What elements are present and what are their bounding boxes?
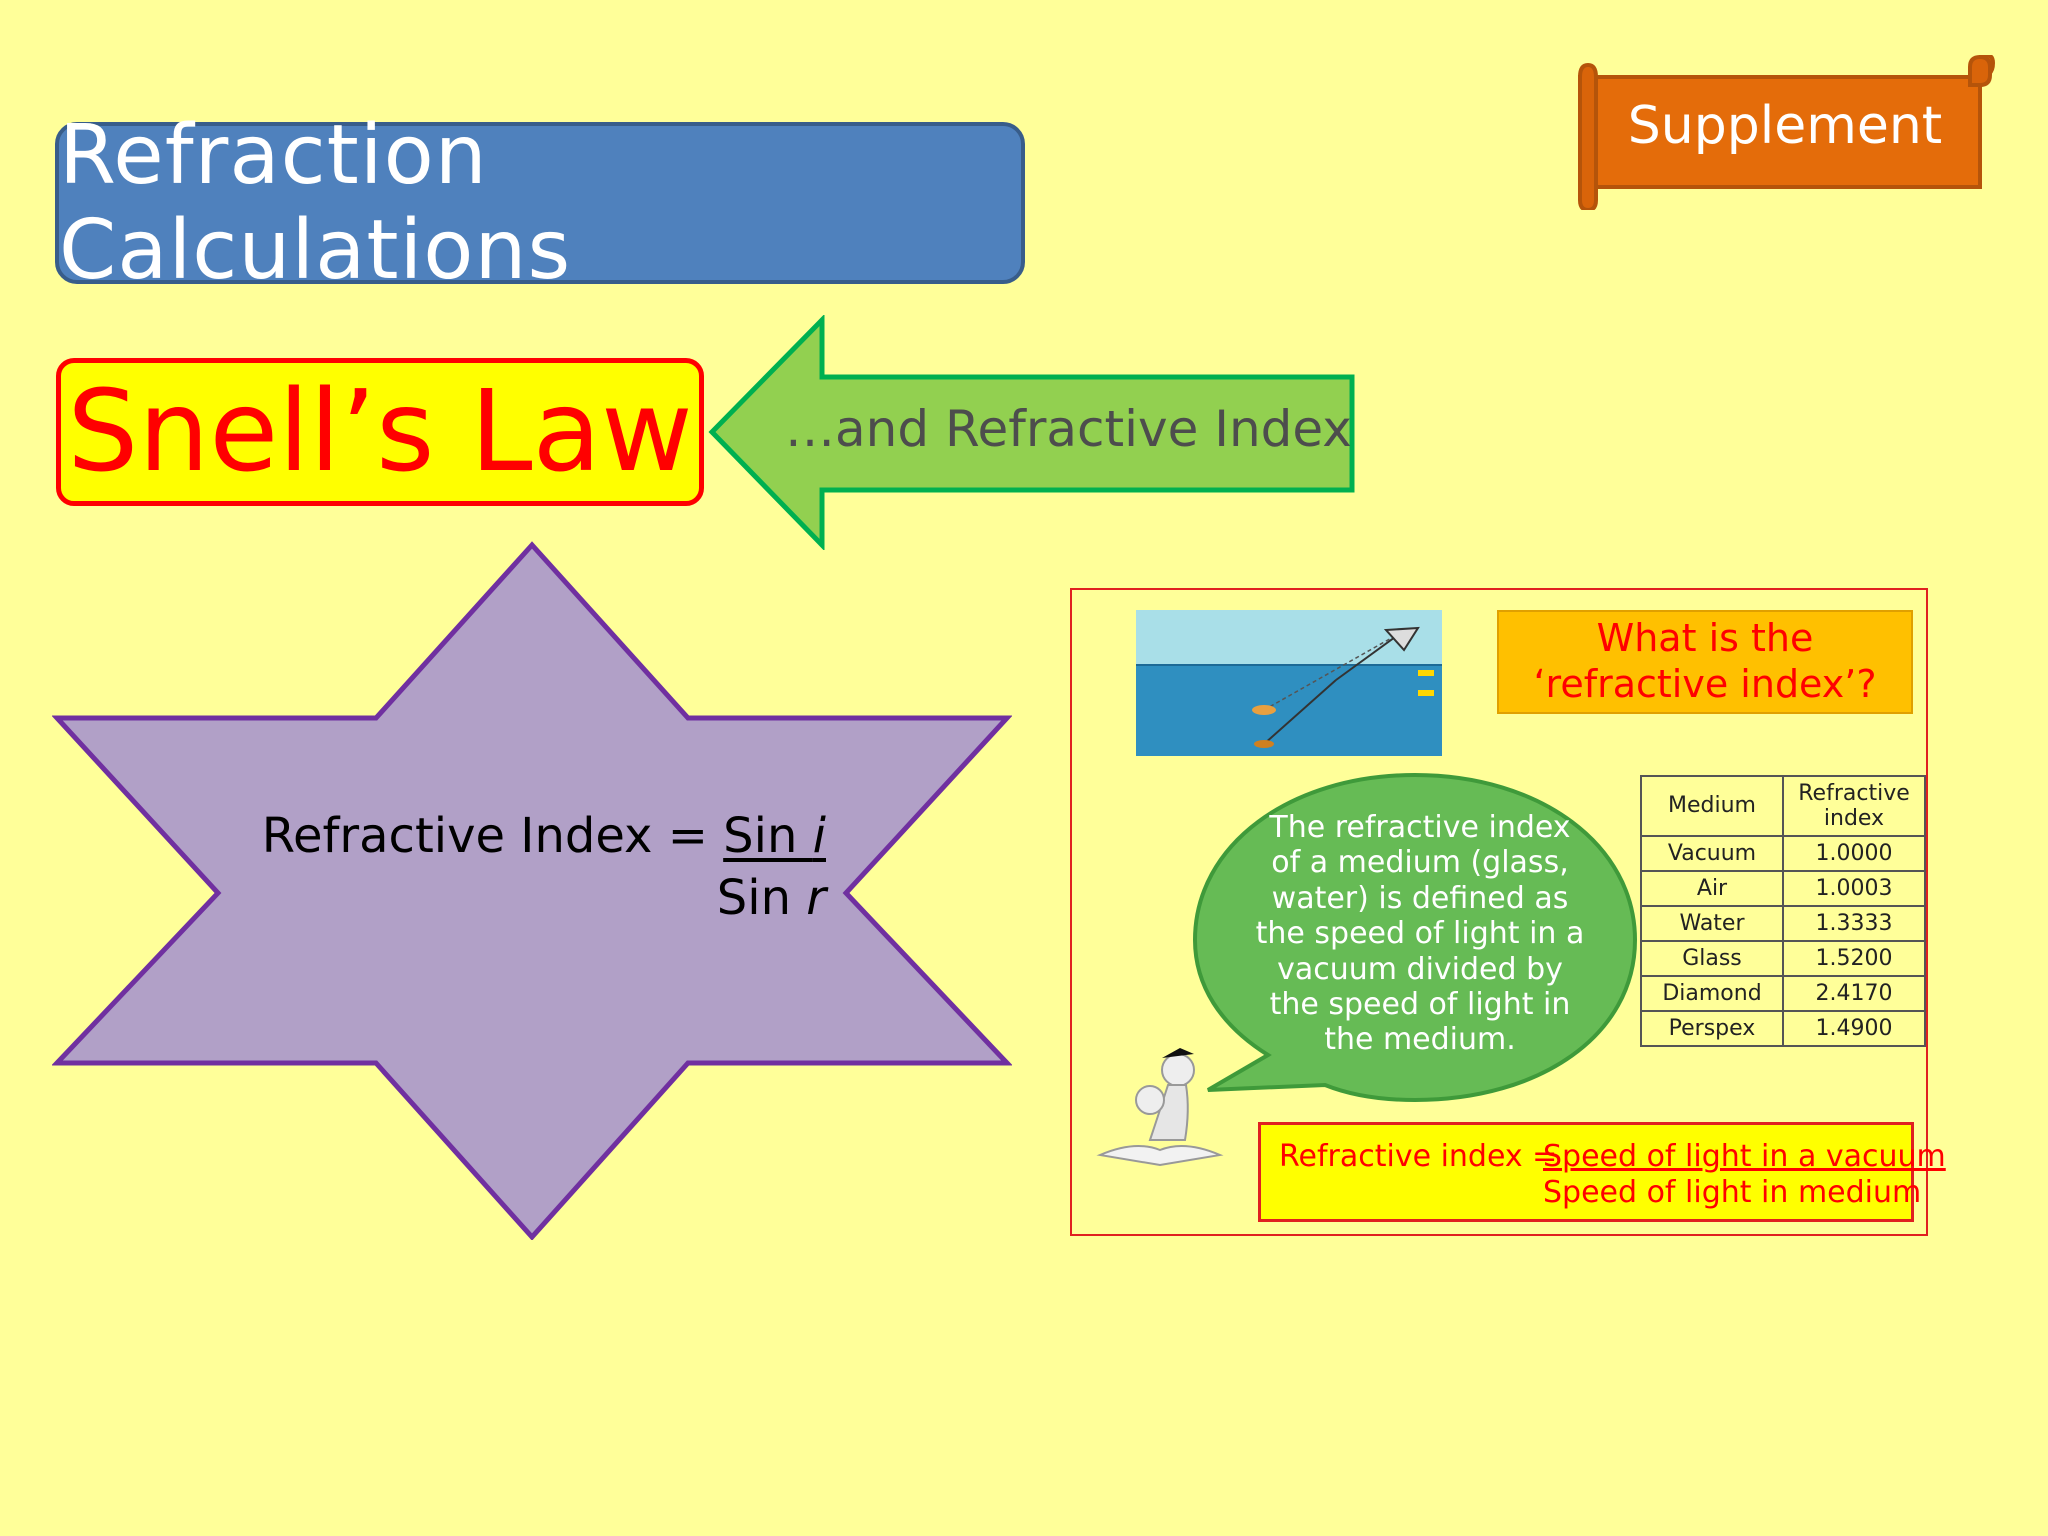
formula-box-numerator: Speed of light in a vacuum — [1543, 1139, 1946, 1174]
table-row: Glass 1.5200 — [1640, 940, 1926, 977]
snells-law-heading-box: Snell’s Law — [56, 358, 704, 506]
formula-numerator-var: i — [812, 808, 826, 864]
star-shape — [52, 541, 1012, 1240]
table-cell-index: 1.0003 — [1782, 870, 1926, 907]
question-line-1: What is the — [1596, 616, 1814, 661]
table-cell-index: 1.4900 — [1782, 1010, 1926, 1047]
table-cell-index: 1.0000 — [1782, 835, 1926, 872]
table-cell-medium: Vacuum — [1640, 835, 1784, 872]
table-cell-medium: Glass — [1640, 940, 1784, 977]
table-cell-medium: Air — [1640, 870, 1784, 907]
table-row: Water 1.3333 — [1640, 905, 1926, 942]
table-header-medium: Medium — [1640, 775, 1784, 837]
table-cell-medium: Perspex — [1640, 1010, 1784, 1047]
formula-box-denominator: Speed of light in medium — [1543, 1175, 1922, 1210]
slide-title: Refraction Calculations — [59, 108, 572, 298]
speed-of-light-formula-box: Refractive index = Speed of light in a v… — [1258, 1122, 1946, 1222]
supplement-scroll-banner — [1578, 55, 1996, 210]
snells-law-heading: Snell’s Law — [67, 367, 693, 497]
left-arrow-shape — [708, 315, 1355, 550]
table-row: Diamond 2.4170 — [1640, 975, 1926, 1012]
water-refraction-illustration — [1136, 610, 1442, 756]
formula-numerator-word: Sin — [723, 808, 813, 864]
refractive-index-definition: The refractive index of a medium (glass,… — [1255, 810, 1585, 1058]
table-cell-index: 2.4170 — [1782, 975, 1926, 1012]
table-cell-index: 1.5200 — [1782, 940, 1926, 977]
formula-denominator-word: Sin — [716, 870, 807, 926]
table-cell-medium: Diamond — [1640, 975, 1784, 1012]
table-cell-index: 1.3333 — [1782, 905, 1926, 942]
supplement-label: Supplement — [1627, 96, 1943, 156]
formula-box-lhs: Refractive index = — [1279, 1139, 1558, 1174]
table-row: Vacuum 1.0000 — [1640, 835, 1926, 872]
question-line-2: ‘refractive index’? — [1533, 662, 1877, 706]
refractive-index-question: What is the ‘refractive index’? — [1497, 610, 1913, 714]
table-row: Air 1.0003 — [1640, 870, 1926, 907]
refractive-index-formula: Refractive Index = Sin i Sin r — [236, 808, 826, 926]
refractive-index-table: Medium Refractive index Vacuum 1.0000 Ai… — [1640, 775, 1926, 1047]
slide-title-box: Refraction Calculations — [55, 108, 1025, 298]
table-row: Perspex 1.4900 — [1640, 1010, 1926, 1047]
arrow-caption: …and Refractive Index — [785, 400, 1352, 458]
speech-bubble — [1192, 772, 1638, 1103]
formula-denominator-var: r — [806, 870, 826, 926]
table-cell-medium: Water — [1640, 905, 1784, 942]
table-header-index: Refractive index — [1782, 775, 1926, 837]
table-header-row: Medium Refractive index — [1640, 775, 1926, 837]
formula-lhs: Refractive Index = — [261, 808, 724, 864]
reading-figure-illustration — [1096, 1048, 1224, 1167]
